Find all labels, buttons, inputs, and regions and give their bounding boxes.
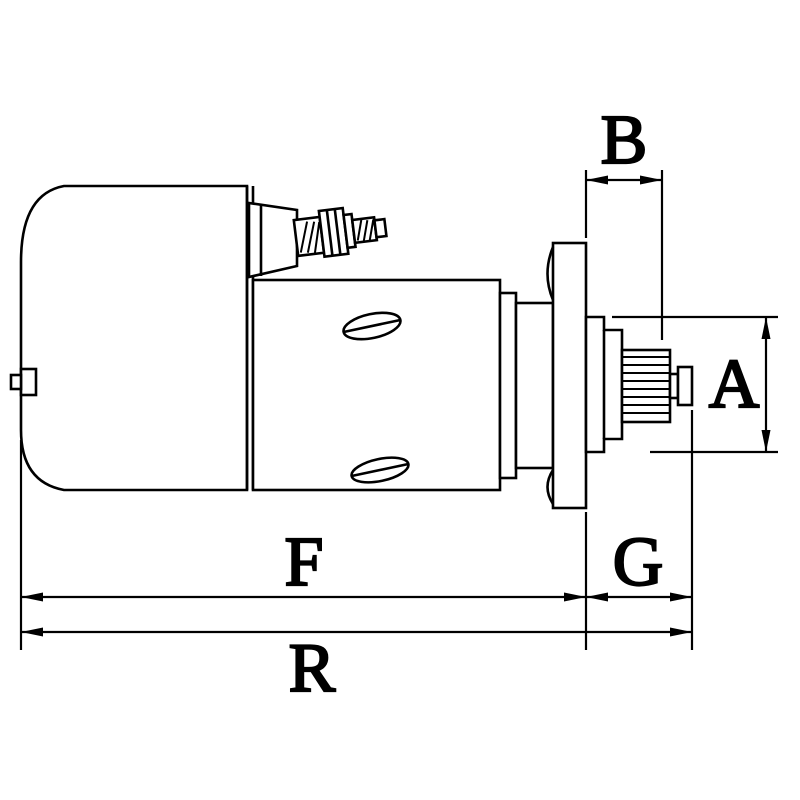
- pinion-teeth: [622, 356, 670, 414]
- dim-label-g: G: [613, 524, 664, 601]
- mounting-flange: [551, 241, 588, 510]
- pinion-gear: [620, 348, 672, 424]
- dim-label-r: R: [289, 630, 336, 707]
- pinion-body: [620, 348, 672, 424]
- terminal-stud-assembly: [247, 201, 388, 279]
- end-cap-plug: [19, 367, 38, 397]
- dim-label-b: B: [601, 102, 648, 179]
- commutator-end-cap: [19, 184, 249, 492]
- step-ring: [498, 291, 518, 480]
- starter-motor-drawing: [9, 184, 694, 510]
- terminal-stud-hatch: [356, 219, 375, 241]
- end-cap-plug-tip: [9, 373, 23, 391]
- dim-label-a: A: [709, 346, 760, 423]
- dimension-b: B: [584, 101, 664, 340]
- flange-hub-arc-top: [546, 246, 555, 301]
- terminal-nut-facet: [325, 209, 334, 256]
- shaft-end-nut: [676, 365, 694, 407]
- terminal-stud: [292, 206, 388, 259]
- dimension-a: A: [612, 315, 778, 454]
- dim-label-f: F: [285, 524, 324, 601]
- screw-slot: [351, 462, 409, 478]
- screw-slot: [343, 318, 401, 334]
- terminal-bracket: [247, 201, 299, 279]
- terminal-stud-tip: [372, 217, 388, 239]
- yoke-screw-bottom: [350, 456, 410, 484]
- dimension-g: G: [586, 410, 694, 650]
- terminal-thread-hatch: [299, 221, 321, 253]
- dimension-annotations: B A F G R: [19, 101, 778, 708]
- dimension-f: F: [19, 440, 588, 650]
- dimension-r: R: [21, 627, 692, 708]
- yoke-screw-top: [342, 311, 402, 341]
- terminal-nut-facet: [333, 208, 342, 255]
- bearing-sleeve: [514, 301, 555, 470]
- flange-hub-arc-bottom: [546, 469, 555, 505]
